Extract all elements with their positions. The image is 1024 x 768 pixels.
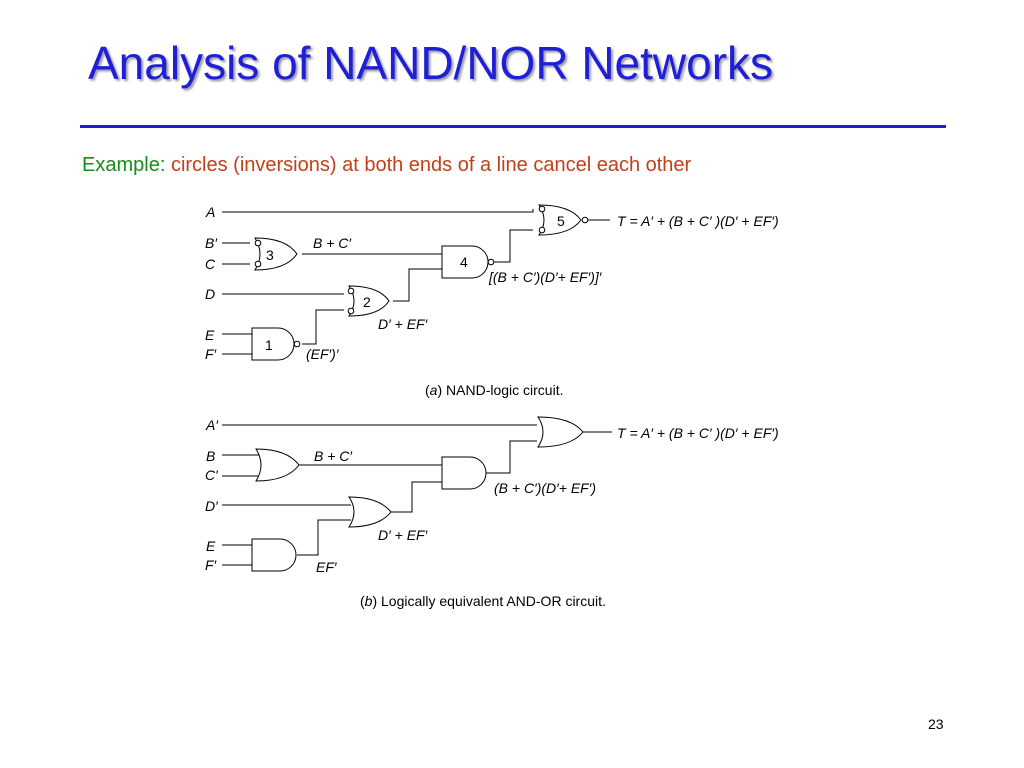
- inversion-bubble: [254, 260, 262, 268]
- signal-label: D′ + EF′: [378, 316, 429, 332]
- inversion-bubble: [254, 239, 262, 247]
- and-gate-ef: [251, 538, 297, 572]
- input-label: B: [206, 448, 215, 464]
- nand-gate-2: 2: [347, 285, 390, 317]
- gate-number: 3: [266, 247, 274, 263]
- inversion-bubble: [347, 307, 355, 315]
- signal-label: B + C′: [313, 235, 352, 251]
- output-expression: T = A′ + (B + C′ )(D′ + EF′): [617, 425, 779, 441]
- subtitle-rest: circles (inversions) at both ends of a l…: [170, 154, 692, 176]
- inversion-bubble: [538, 205, 546, 213]
- input-label: F′: [205, 557, 218, 573]
- output-expression: T = A′ + (B + C′ )(D′ + EF′): [617, 213, 779, 229]
- caption-letter: b: [365, 593, 373, 609]
- inversion-bubble: [581, 216, 589, 224]
- input-label: A′: [205, 417, 219, 433]
- inversion-bubble: [538, 226, 546, 234]
- signal-label: [(B + C′)(D′+ EF′)]′: [488, 269, 603, 285]
- and-or-circuit: A′ B C′ D′ E F′ B + C′ D′ + EF′ EF′ (B +…: [205, 416, 779, 609]
- input-label: A: [205, 204, 215, 220]
- input-label: B′: [205, 235, 218, 251]
- input-label: E: [206, 538, 216, 554]
- signal-label: (EF′)′: [306, 346, 340, 362]
- signal-label: EF′: [316, 559, 338, 575]
- gate-number: 4: [460, 254, 468, 270]
- input-label: C: [205, 256, 216, 272]
- or-gate-bc: [255, 448, 300, 482]
- caption-letter: a: [430, 382, 438, 398]
- input-label: D′: [205, 498, 219, 514]
- nand-gate-5: 5: [538, 204, 589, 236]
- nand-gate-1: 1: [251, 327, 301, 361]
- nand-gate-4: 4: [441, 245, 495, 279]
- nand-gate-3: 3: [254, 237, 298, 271]
- inversion-bubble: [293, 340, 301, 348]
- or-gate-output: [537, 416, 584, 448]
- gate-number: 1: [265, 337, 273, 353]
- caption-b: (b) Logically equivalent AND-OR circuit.: [360, 593, 606, 609]
- nand-circuit: 5 3 4 2 1 A B′ C: [205, 204, 779, 398]
- page-number: 23: [928, 716, 944, 732]
- and-or-wires: [222, 424, 612, 566]
- title-divider: [80, 125, 946, 128]
- input-label: D: [205, 286, 215, 302]
- input-label: C′: [205, 467, 219, 483]
- slide-title: Analysis of NAND/NOR Networks: [88, 37, 774, 89]
- and-gate-middle: [441, 456, 487, 490]
- signal-label: D′ + EF′: [378, 527, 429, 543]
- input-label: F′: [205, 346, 218, 362]
- caption-text: ) Logically equivalent AND-OR circuit.: [372, 593, 605, 609]
- signal-label: B + C′: [314, 448, 353, 464]
- gate-number: 2: [363, 294, 371, 310]
- inversion-bubble: [347, 287, 355, 295]
- input-label: E: [205, 327, 215, 343]
- inversion-bubble: [487, 258, 495, 266]
- caption-text: ) NAND-logic circuit.: [437, 382, 563, 398]
- slide-subtitle: Example: circles (inversions) at both en…: [82, 154, 691, 177]
- nand-wires: [222, 209, 610, 355]
- or-gate-def: [348, 496, 392, 528]
- gate-number: 5: [557, 213, 565, 229]
- signal-label: (B + C′)(D′+ EF′): [494, 480, 596, 496]
- caption-a: (a) NAND-logic circuit.: [425, 382, 563, 398]
- subtitle-lead: Example:: [82, 154, 166, 176]
